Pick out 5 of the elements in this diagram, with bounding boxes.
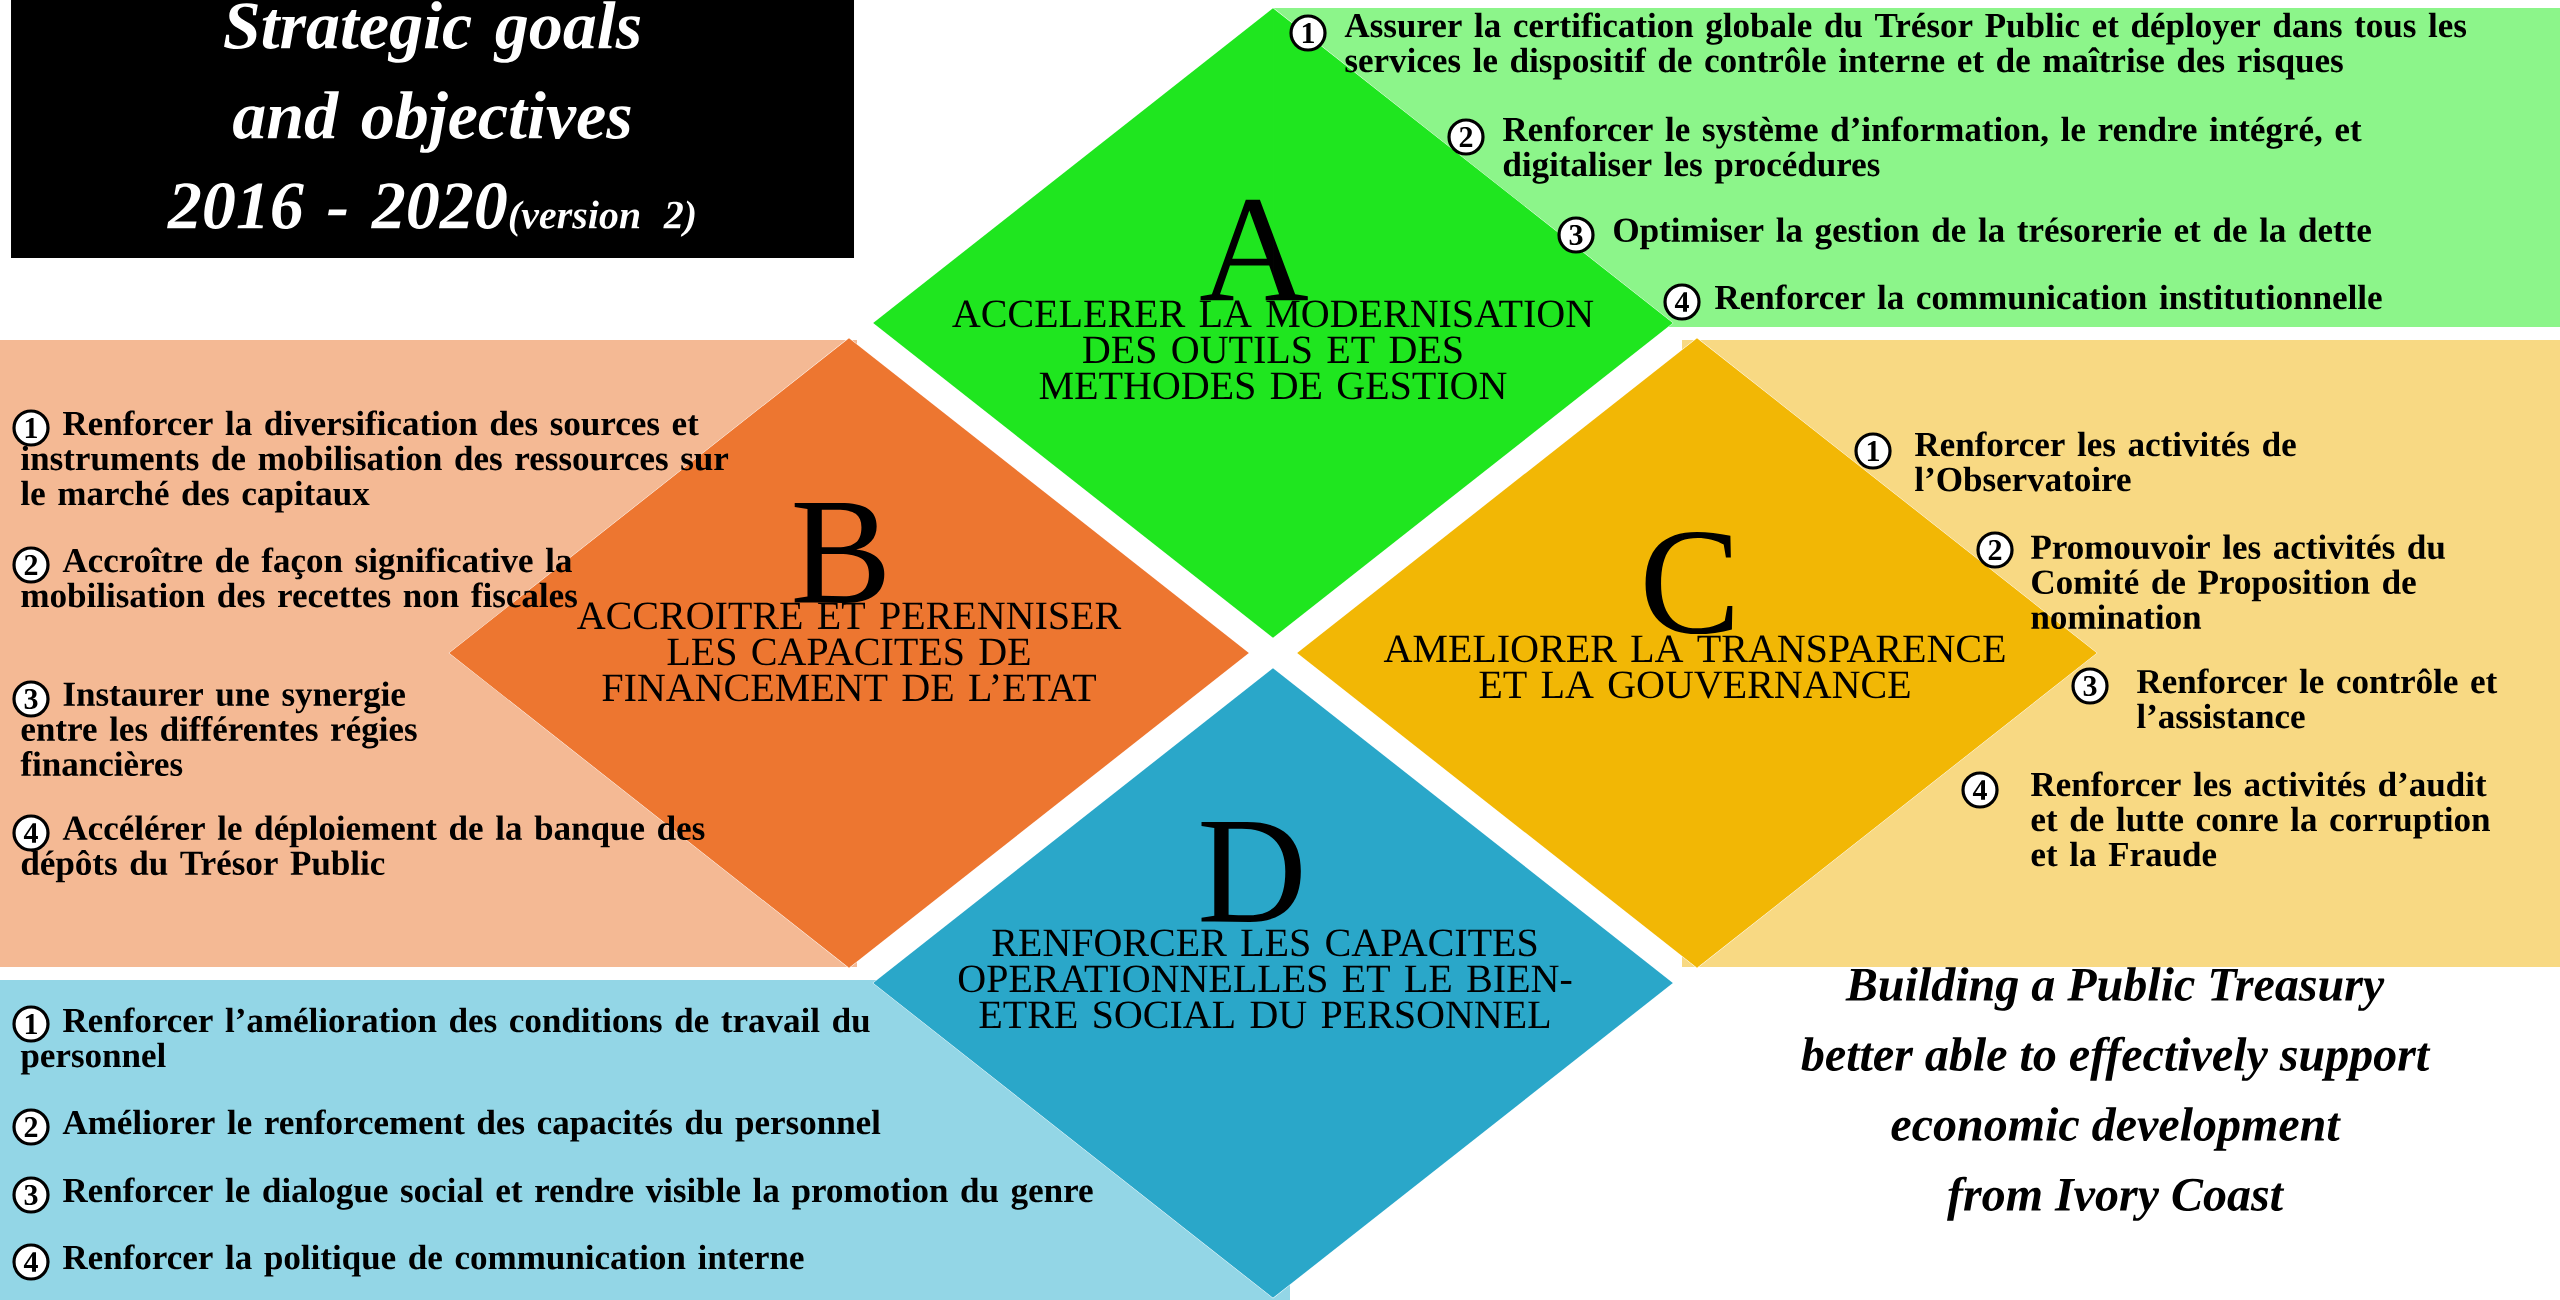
tagline: Building a Public Treasury better able to effectively support economic development from Ivory Coast [1801, 967, 2431, 1221]
label: better able to effectively support [1801, 1036, 2431, 1081]
label: from Ivory Coast [1947, 1176, 2285, 1221]
label: economic development [1891, 1107, 2341, 1151]
label: Building a Public Treasury [1845, 967, 2385, 1011]
